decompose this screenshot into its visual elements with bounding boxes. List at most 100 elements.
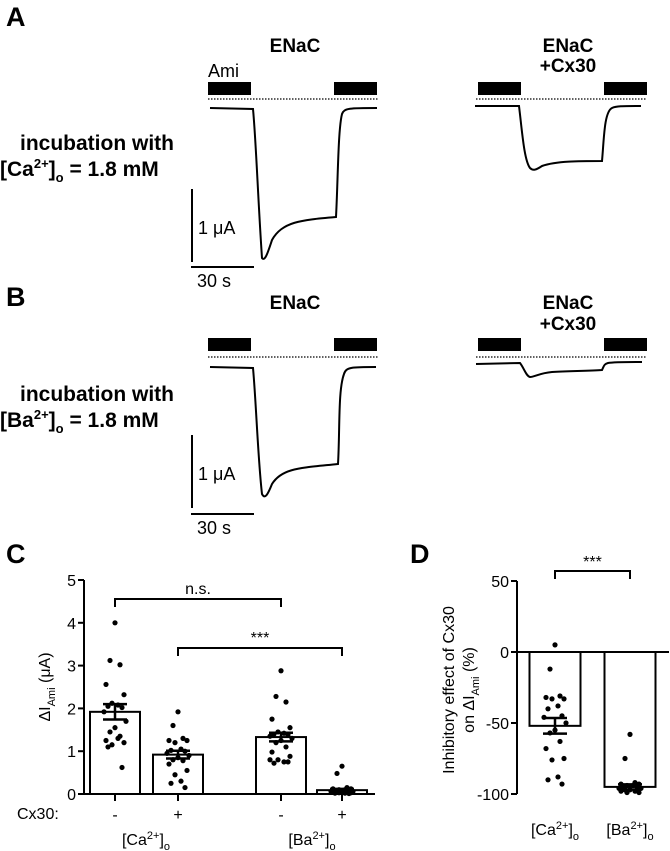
data-point-c bbox=[339, 763, 345, 769]
data-point-d bbox=[634, 784, 640, 790]
y-tick-label-d: -100 bbox=[477, 787, 509, 804]
amiloride-bar bbox=[604, 82, 647, 95]
condition-label-a-line1: incubation with bbox=[20, 132, 174, 155]
data-point-c bbox=[275, 757, 281, 763]
group-label-ca: [Ca2+]o bbox=[122, 830, 170, 851]
data-point-c bbox=[287, 725, 293, 731]
data-point-c bbox=[172, 772, 178, 778]
data-point-c bbox=[166, 761, 172, 767]
x-category-label-c: - bbox=[112, 807, 117, 824]
data-point-d bbox=[545, 777, 551, 783]
current-trace-enac-cx30-ba bbox=[475, 361, 643, 379]
y-tick-label-c: 4 bbox=[67, 616, 76, 633]
data-point-c bbox=[287, 753, 293, 759]
data-point-c bbox=[119, 704, 125, 711]
data-point-c bbox=[285, 759, 291, 765]
trace-title-enac-b: ENaC bbox=[270, 293, 321, 314]
condition-label-b-line1: incubation with bbox=[20, 383, 174, 406]
y-tick-label-c: 5 bbox=[67, 573, 76, 590]
data-point-d bbox=[555, 774, 561, 780]
data-point-c bbox=[172, 740, 178, 746]
y-axis-title-d-line2: on ΔIAmi (%) bbox=[461, 647, 482, 733]
data-point-d bbox=[543, 745, 549, 752]
trace-title-enac-a: ENaC bbox=[270, 36, 321, 57]
data-point-d bbox=[561, 696, 567, 702]
data-point-d bbox=[555, 703, 561, 709]
data-point-d bbox=[549, 757, 555, 763]
data-point-c bbox=[269, 716, 275, 722]
panel-letter-d: D bbox=[410, 539, 430, 569]
panel-d-chart: Inhibitory effect of Cx30 on ΔIAmi (%) -… bbox=[441, 554, 669, 843]
x-category-label-c: - bbox=[278, 807, 283, 824]
data-point-c bbox=[269, 749, 275, 755]
amiloride-bar bbox=[334, 82, 377, 95]
y-axis-title-c: ΔIAmi (μA) bbox=[37, 652, 58, 721]
x-category-label-d: [Ca2+]o bbox=[531, 820, 579, 843]
data-point-c bbox=[117, 662, 123, 668]
data-point-c bbox=[278, 668, 284, 674]
data-point-d bbox=[636, 789, 642, 796]
significance-label-c: *** bbox=[251, 630, 270, 647]
data-point-c bbox=[109, 742, 115, 748]
data-point-c bbox=[107, 729, 113, 735]
scale-label-current: 1 μA bbox=[198, 464, 235, 484]
y-axis-title-d-line1: Inhibitory effect of Cx30 bbox=[441, 606, 458, 774]
current-trace-enac-cx30-ca bbox=[475, 105, 642, 171]
cx30-row-label: Cx30: bbox=[17, 806, 59, 823]
amiloride-bar bbox=[334, 338, 377, 351]
scale-label-current: 1 μA bbox=[198, 218, 235, 238]
data-point-c bbox=[273, 693, 279, 700]
current-trace-enac-ba bbox=[209, 366, 377, 498]
data-point-c bbox=[334, 770, 340, 777]
data-point-c bbox=[119, 764, 125, 771]
bar-d bbox=[528, 651, 582, 727]
amiloride-bar bbox=[208, 338, 251, 351]
data-point-c bbox=[168, 780, 174, 786]
trace-title-enac-cx30-b-line1: ENaC bbox=[543, 293, 594, 314]
amiloride-bar bbox=[478, 338, 521, 351]
panel-letter-a: A bbox=[6, 2, 26, 32]
amiloride-bar bbox=[604, 338, 647, 351]
data-point-d bbox=[543, 694, 549, 701]
data-point-d bbox=[549, 696, 555, 702]
significance-bracket-c bbox=[177, 647, 343, 656]
condition-label-a-line2: [Ca2+]o = 1.8 mM bbox=[0, 156, 159, 185]
data-point-c bbox=[283, 744, 289, 750]
data-point-c bbox=[166, 737, 172, 744]
data-point-d bbox=[559, 781, 565, 787]
amiloride-label: Ami bbox=[208, 61, 239, 81]
x-category-label-c: + bbox=[337, 807, 346, 824]
bar-c bbox=[255, 736, 307, 795]
data-point-d bbox=[624, 789, 630, 796]
data-point-c bbox=[271, 760, 277, 766]
y-tick-label-c: 0 bbox=[67, 787, 76, 804]
panel-letter-b: B bbox=[6, 282, 26, 312]
data-point-c bbox=[267, 757, 273, 763]
bar-c bbox=[152, 753, 204, 796]
condition-label-b-line2: [Ba2+]o = 1.8 mM bbox=[0, 407, 159, 436]
panel-letter-c: C bbox=[6, 539, 26, 569]
x-category-label-d: [Ba2+]o bbox=[606, 820, 653, 843]
y-tick-label-c: 2 bbox=[67, 701, 76, 718]
data-point-d bbox=[557, 738, 563, 745]
data-point-c bbox=[184, 767, 190, 774]
amiloride-bar bbox=[478, 82, 521, 95]
data-point-c bbox=[164, 750, 170, 756]
significance-bracket-c bbox=[114, 598, 282, 607]
y-tick-label-d: -50 bbox=[486, 716, 509, 733]
scale-label-time: 30 s bbox=[197, 271, 231, 291]
data-point-d bbox=[622, 755, 628, 762]
trace-title-enac-cx30-a-line1: ENaC bbox=[543, 36, 594, 57]
data-point-d bbox=[627, 731, 633, 737]
data-point-c bbox=[103, 737, 109, 744]
bar-d bbox=[603, 651, 657, 788]
data-point-c bbox=[267, 733, 273, 739]
y-tick-label-c: 3 bbox=[67, 659, 76, 676]
data-point-c bbox=[283, 699, 289, 705]
trace-title-enac-cx30-a-line2: +Cx30 bbox=[540, 56, 597, 77]
data-point-d bbox=[557, 693, 563, 699]
significance-bracket-d bbox=[554, 570, 631, 579]
data-point-c bbox=[112, 620, 118, 626]
data-point-c bbox=[105, 744, 111, 750]
